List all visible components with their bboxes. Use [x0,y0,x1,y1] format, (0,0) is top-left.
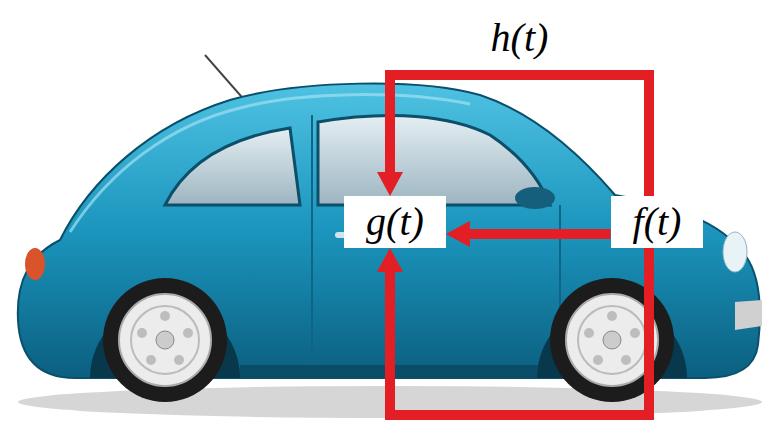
signal-arrow [377,248,649,415]
car-part [603,331,621,349]
edge-label: h(t) [487,15,553,61]
car-part [119,294,211,386]
car-part [607,311,617,321]
car-part [515,187,555,209]
car-part [550,278,674,402]
car-part [137,328,147,338]
car-part [311,115,313,365]
arrow-head [446,221,470,247]
car-part [146,355,156,365]
car-part [160,311,170,321]
car-part [25,248,45,280]
arrow-line [390,248,649,415]
car-part [103,278,227,402]
car-part [723,232,747,272]
label-box: g(t) [344,196,446,248]
car-part [318,116,550,205]
car-part [131,306,199,374]
arrow-head [377,248,403,272]
car-part [578,306,646,374]
signal-arrow [446,221,611,247]
arrow-line [390,75,649,196]
arrow-line [468,229,611,239]
car-part [735,300,762,330]
function-label: f(t) [633,199,682,245]
car-part [174,355,184,365]
car-part [621,355,631,365]
label-box: f(t) [611,196,704,248]
car-part [156,331,174,349]
car-part [165,128,300,205]
arrow-head [377,172,403,196]
car-part [593,355,603,365]
function-label: g(t) [366,199,424,245]
car-part [584,328,594,338]
car-part [630,328,640,338]
signal-arrow [377,75,649,196]
car-part [183,328,193,338]
